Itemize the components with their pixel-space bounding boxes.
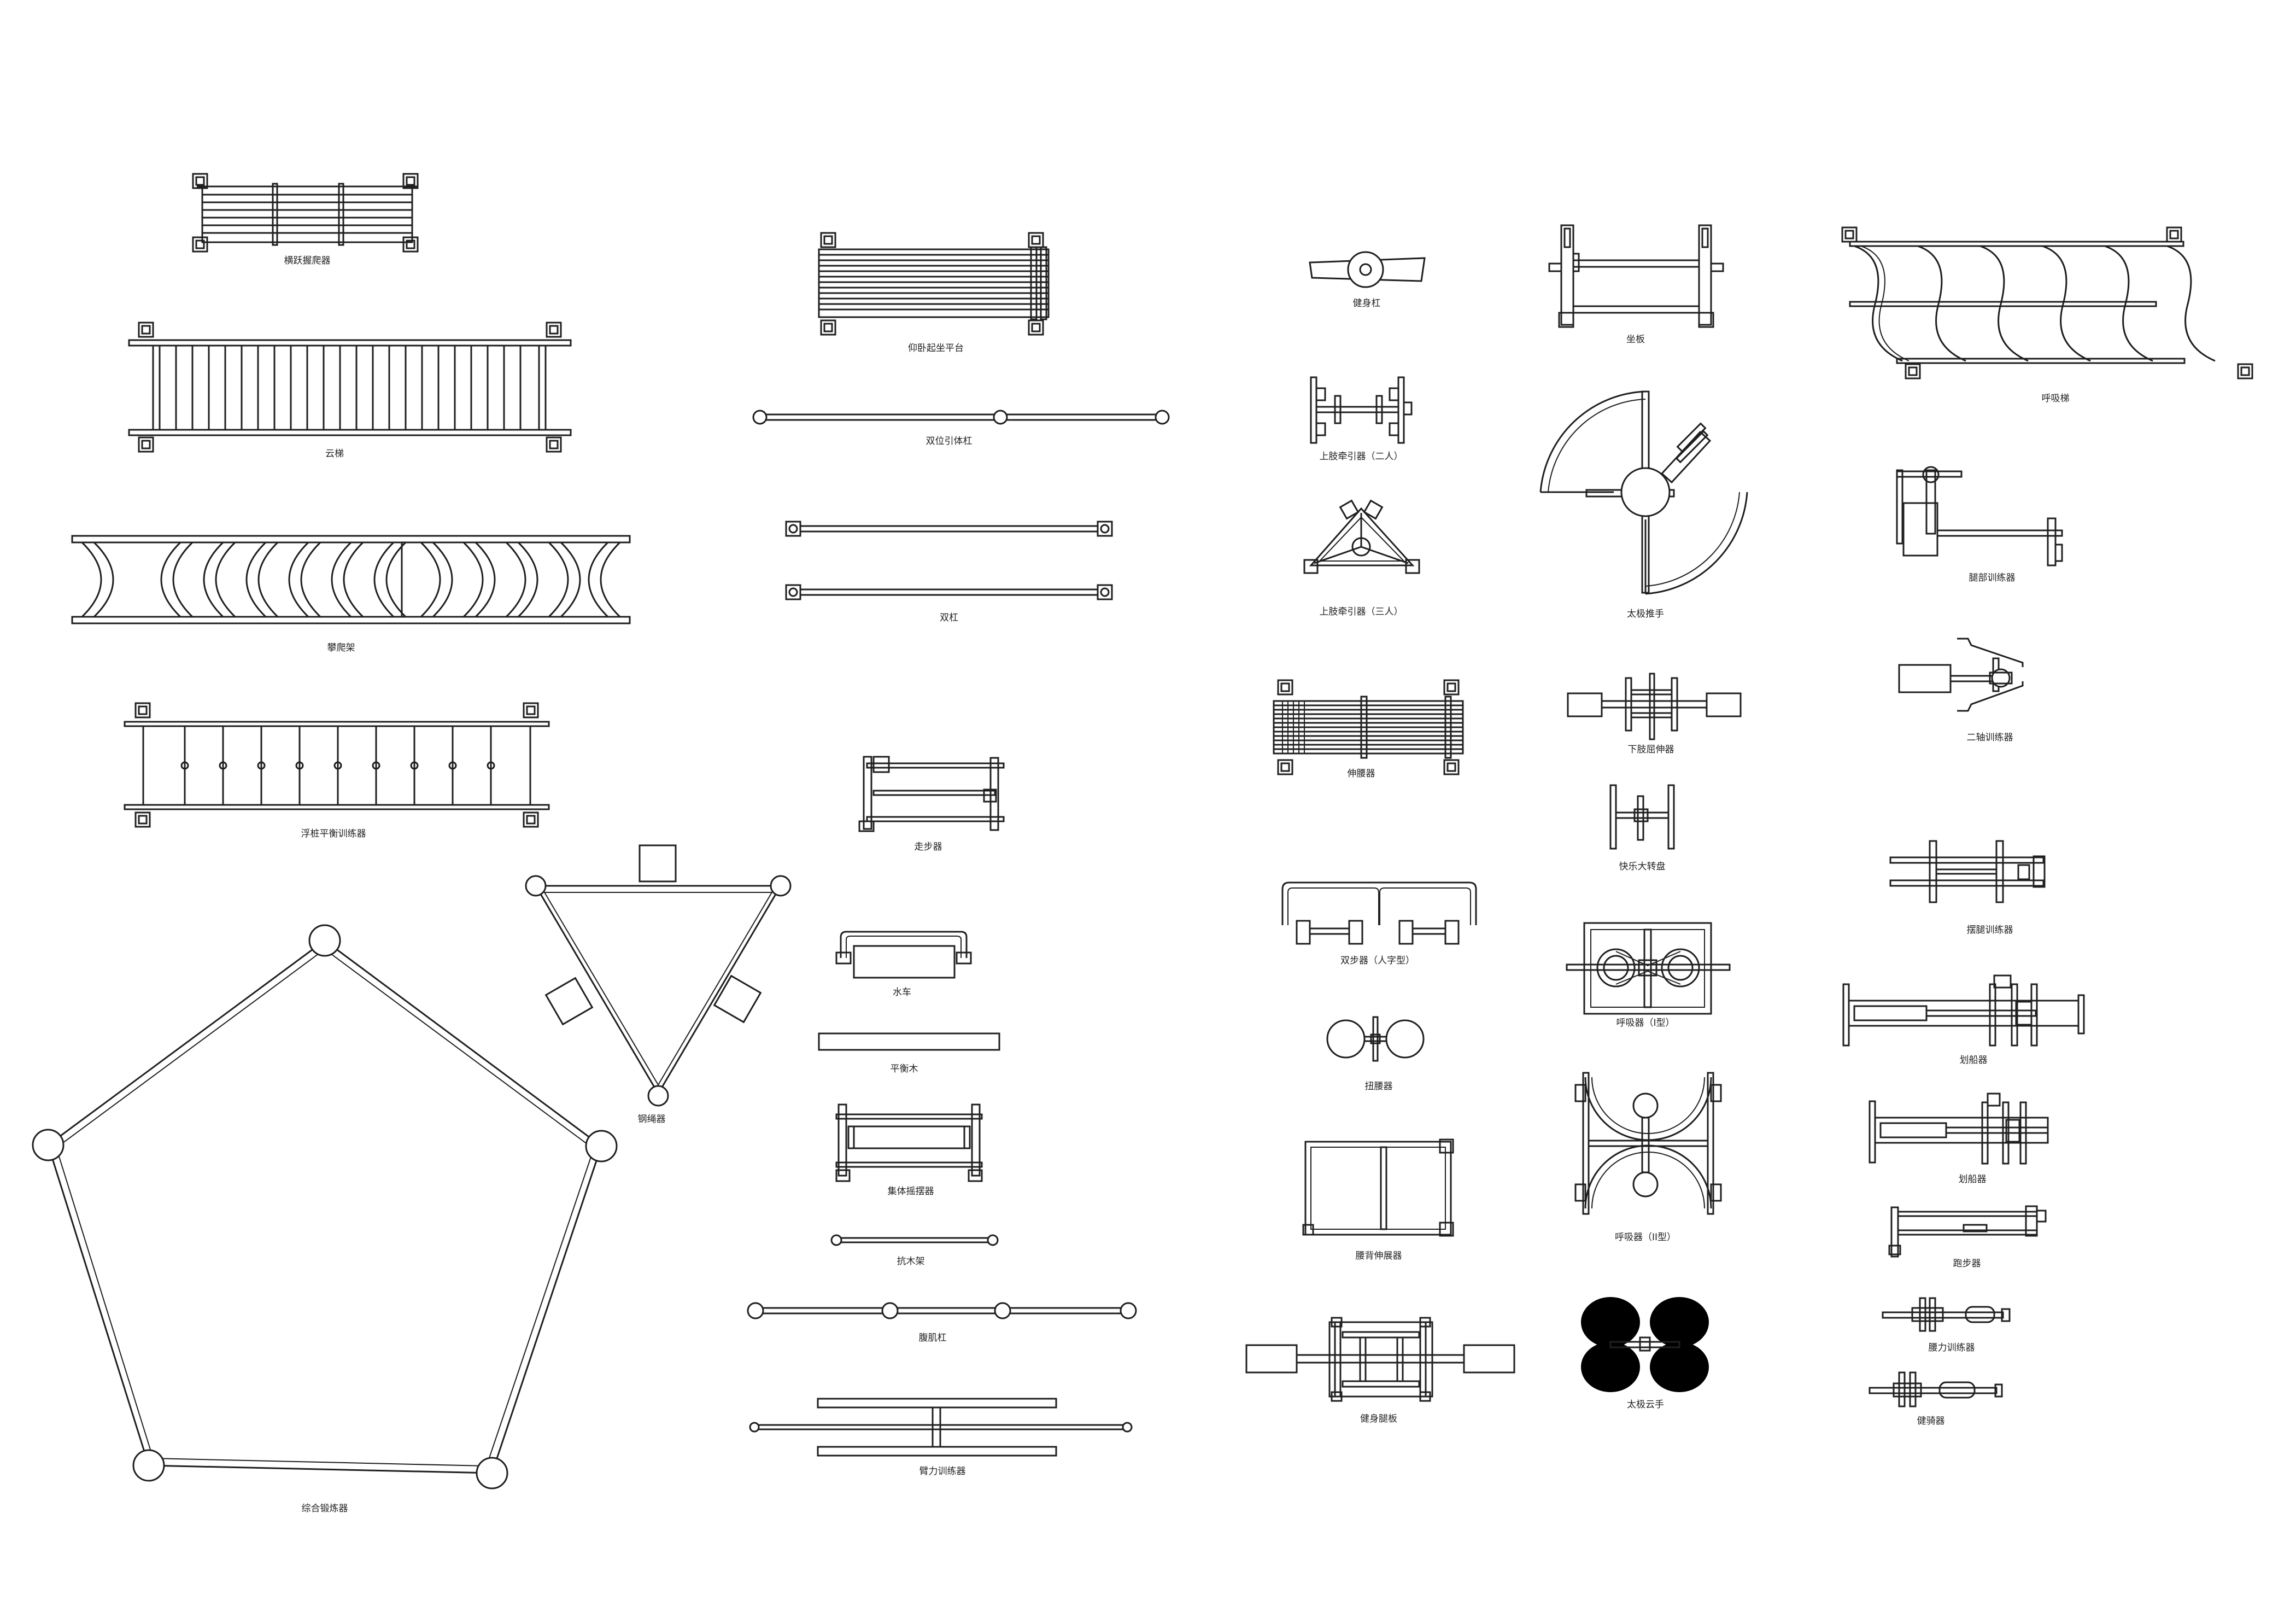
label-pole: 抗木架: [897, 1256, 925, 1267]
label-walker: 走步器: [915, 842, 942, 852]
label-bike-trainer: 划船器: [1959, 1174, 1987, 1185]
double-pull-bar-symbol: [752, 410, 1170, 425]
label-crawl-platform: 仰卧起坐平台: [908, 343, 964, 354]
label-taichi-wheel: 太极推手: [1627, 609, 1664, 620]
pentagon-climber-symbol: [32, 924, 618, 1489]
label-wave-bar: 腹肌杠: [919, 1333, 947, 1343]
label-twister: 扭腰器: [1365, 1081, 1393, 1092]
balance-beam-symbol: [818, 1032, 1000, 1051]
waist-stretch-symbol: [1302, 1138, 1454, 1237]
breathing-a-symbol: [1566, 922, 1731, 1015]
sway-ladder-symbol: [1841, 226, 2253, 379]
label-breathing-a: 呼吸器（I型）: [1616, 1018, 1674, 1029]
label-upper-pull-two: 上肢牵引器（二人）: [1320, 451, 1403, 462]
label-group-swing: 集体摇摆器: [888, 1186, 934, 1197]
cycling-trainer-symbol: [1889, 840, 2046, 903]
label-arm-power: 腰力训练器: [1929, 1342, 1975, 1353]
wave-bar-symbol: [747, 1302, 1137, 1319]
label-double-walker: 双步器（人字型）: [1340, 955, 1415, 966]
label-rower: 划船器: [1960, 1055, 1988, 1066]
group-swing-symbol: [835, 1103, 983, 1182]
stretcher-symbol: [1273, 679, 1464, 775]
taichi-wheel-symbol: [1539, 390, 1748, 595]
label-cycling-trainer: 摆腿训练器: [1967, 925, 2013, 936]
water-box-symbol: [835, 931, 972, 979]
label-taichi-cloud: 太极云手: [1627, 1399, 1664, 1410]
arm-exerciser-symbol: [749, 1398, 1133, 1457]
pole-symbol: [830, 1234, 999, 1246]
upper-pull-three-symbol: [1303, 499, 1420, 574]
label-stretcher: 伸腰器: [1348, 768, 1375, 779]
taichi-cloud-symbol: [1581, 1297, 1709, 1392]
label-waist-stretch: 腰背伸展器: [1356, 1251, 1402, 1261]
label-upper-pull-three: 上肢牵引器（三人）: [1320, 606, 1403, 617]
chest-trainer-symbol: [1869, 1371, 2003, 1407]
pushboard-symbol: [1548, 224, 1724, 328]
label-arc-ladder: 攀爬架: [327, 642, 355, 653]
crawl-platform-symbol: [818, 232, 1050, 336]
label-leg-trainer: 腿部训练器: [1969, 573, 2016, 583]
cloud-ladder-symbol: [128, 322, 572, 453]
arc-ladder-symbol: [71, 535, 631, 624]
arm-power-symbol: [1882, 1297, 2011, 1332]
triangle-roller-symbol: [525, 844, 792, 1107]
label-chest-trainer: 健骑器: [1917, 1416, 1945, 1427]
bike-trainer-symbol: [1869, 1093, 2049, 1165]
double-walker-symbol: [1281, 881, 1477, 945]
label-breathing-b: 呼吸器（II型）: [1615, 1232, 1676, 1243]
twister-symbol: [1326, 1016, 1425, 1062]
board-stretch-symbol: [1245, 1317, 1515, 1402]
fitness-bar-symbol: [1309, 251, 1426, 288]
walker-symbol: [858, 756, 1005, 832]
rotating-balance-symbol: [124, 702, 550, 828]
rower-symbol: [1842, 974, 2085, 1047]
label-double-pull-bar: 双位引体杠: [926, 436, 973, 447]
parallel-bars-symbol: [785, 521, 1113, 600]
label-pushboard: 坐板: [1626, 334, 1645, 345]
ladder-bars-symbol: [192, 173, 419, 253]
runner-symbol: [1888, 1205, 2047, 1258]
label-leg-press: 下肢屈伸器: [1628, 744, 1674, 755]
leg-press-symbol: [1567, 673, 1742, 740]
label-sway-ladder: 呼吸梯: [2042, 393, 2070, 404]
label-board-stretch: 健身腿板: [1360, 1413, 1397, 1424]
label-fitness-bar: 健身杠: [1353, 298, 1381, 309]
label-happy-twist: 快乐大转盘: [1619, 861, 1666, 872]
label-ladder-bars: 横跃握爬器: [284, 255, 331, 266]
label-dual-trainer: 二轴训练器: [1967, 732, 2013, 743]
leg-trainer-symbol: [1896, 466, 2063, 566]
label-cloud-ladder: 云梯: [325, 448, 344, 459]
breathing-b-symbol: [1574, 1072, 1722, 1215]
label-water-box: 水车: [893, 987, 911, 998]
label-balance-beam: 平衡木: [891, 1064, 918, 1074]
label-arm-exerciser: 臂力训练器: [919, 1466, 966, 1477]
upper-pull-two-symbol: [1310, 376, 1413, 444]
label-pentagon-climber: 综合锻炼器: [302, 1503, 348, 1514]
label-runner: 跑步器: [1953, 1258, 1981, 1269]
label-rotating-balance: 浮桩平衡训练器: [301, 828, 366, 839]
happy-twist-symbol: [1609, 784, 1675, 850]
label-parallel-bars: 双杠: [940, 612, 958, 623]
dual-trainer-symbol: [1898, 638, 2024, 712]
label-triangle-roller: 钢绳器: [638, 1114, 666, 1125]
